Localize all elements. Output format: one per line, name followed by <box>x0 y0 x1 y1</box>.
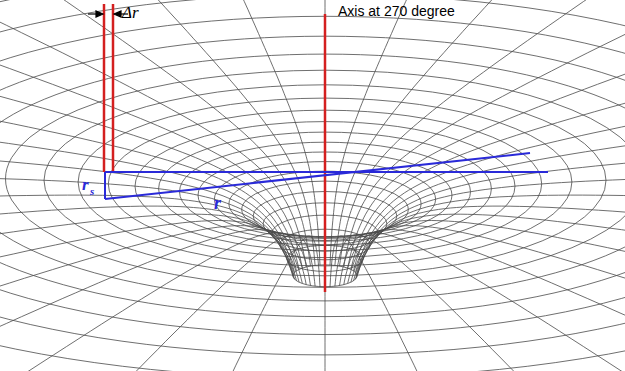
rs-label: r <box>82 176 89 193</box>
rs-subscript: s <box>90 186 94 197</box>
grid-radial <box>0 195 293 277</box>
grid-radial <box>351 221 625 312</box>
grid-ring <box>0 54 625 301</box>
grid-radial <box>0 173 293 276</box>
axis-line <box>324 14 327 292</box>
grid-radial <box>344 0 625 267</box>
grid-radial <box>0 221 299 312</box>
grid-radial <box>348 226 625 340</box>
grid-radial <box>355 100 625 272</box>
radius-lines <box>105 153 548 199</box>
grid-radial <box>0 0 306 267</box>
delta-r-line <box>103 4 106 172</box>
grid-ring <box>0 0 625 355</box>
grid-radial <box>0 230 306 364</box>
grid-radial <box>335 0 539 265</box>
grid-radial <box>340 233 625 371</box>
grid-radial <box>340 0 625 266</box>
grid-radial <box>111 235 315 371</box>
grid-radial <box>354 214 625 281</box>
grid-radial <box>11 0 311 266</box>
grid-radial <box>0 226 302 340</box>
grid-radial <box>335 235 539 371</box>
delta-r-line <box>112 4 115 172</box>
grid-radial <box>0 35 299 270</box>
axis-label: Axis at 270 degree <box>338 4 455 18</box>
grid-radial <box>0 206 295 279</box>
grid-radial <box>357 195 625 277</box>
grid-radial <box>111 0 315 265</box>
delta-r-label: Δr <box>122 4 139 21</box>
grid-radial <box>0 214 297 281</box>
grid-radial <box>0 7 302 269</box>
grid-ring <box>6 70 625 287</box>
grid-radial <box>0 100 295 272</box>
grid-radial <box>348 7 625 269</box>
grid-ring <box>0 16 625 334</box>
grid-radial <box>217 0 320 265</box>
r-label: r <box>214 194 221 212</box>
grid-radial <box>0 136 293 274</box>
